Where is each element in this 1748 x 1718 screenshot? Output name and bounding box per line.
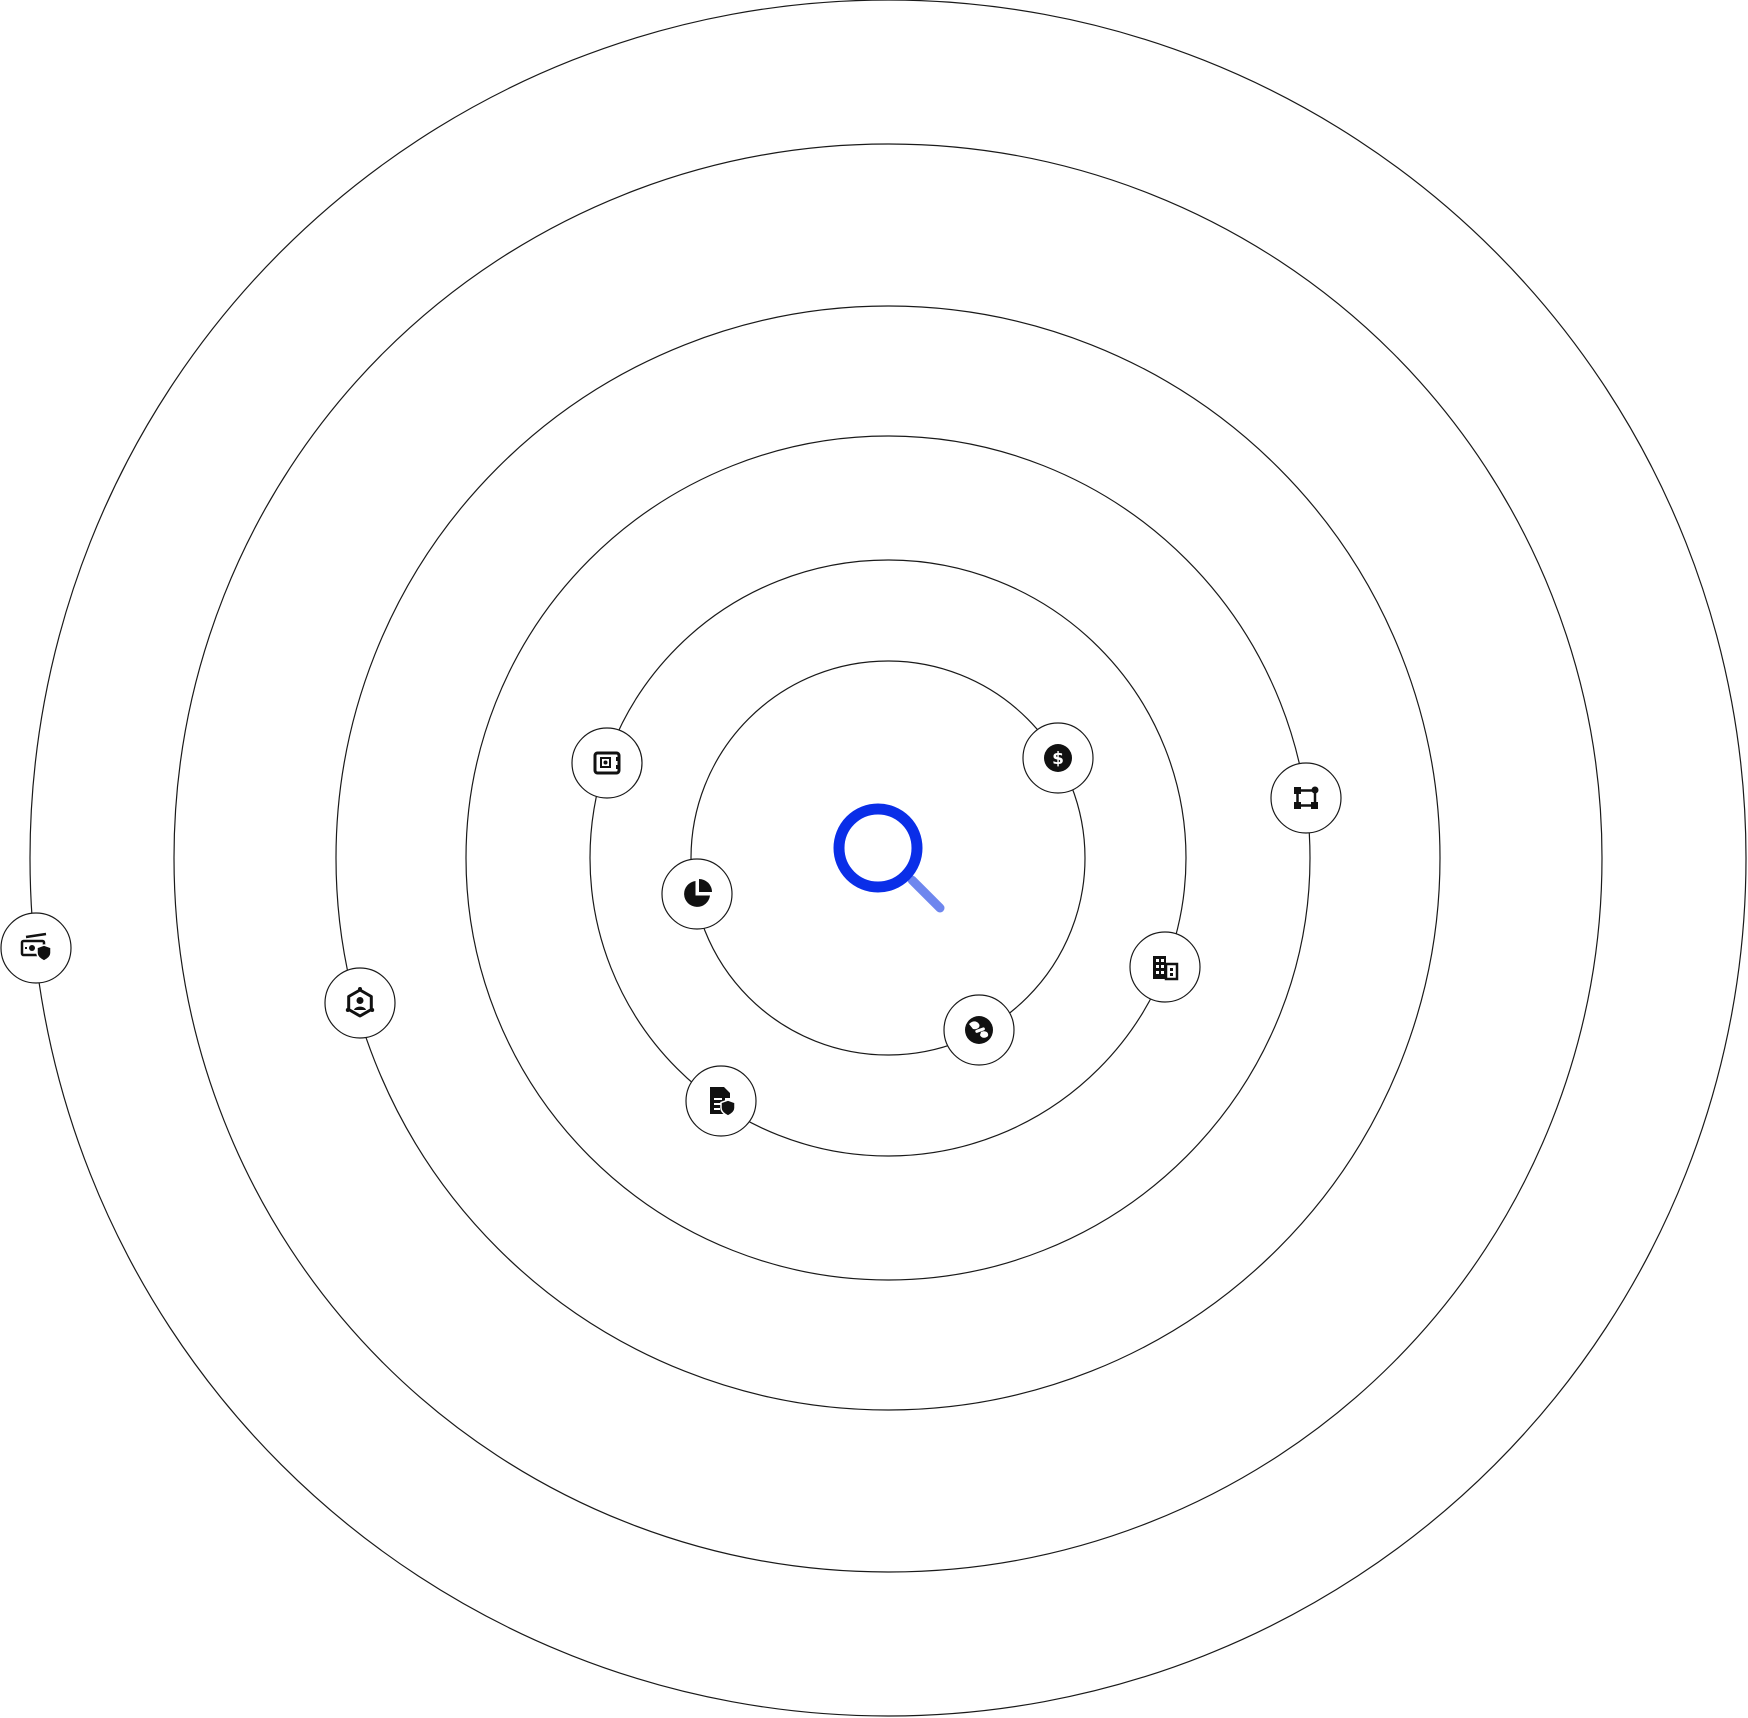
orbit-rings bbox=[29, 0, 1747, 1717]
ring-3 bbox=[465, 435, 1311, 1281]
search-icon bbox=[833, 803, 945, 913]
globe-handshake-icon bbox=[965, 1016, 993, 1044]
node-globe bbox=[943, 994, 1015, 1066]
office-building-icon bbox=[1153, 956, 1179, 981]
ring-4 bbox=[335, 305, 1441, 1411]
pie-chart-icon bbox=[684, 879, 712, 907]
safe-vault-icon bbox=[593, 751, 621, 775]
ring-2 bbox=[589, 559, 1187, 1157]
svg-text:$: $ bbox=[1052, 749, 1064, 769]
ring-5 bbox=[173, 143, 1603, 1573]
ring-1 bbox=[690, 660, 1086, 1056]
node-pie-chart bbox=[661, 858, 733, 930]
node-building bbox=[1129, 931, 1201, 1003]
document-shield-icon bbox=[710, 1087, 736, 1117]
ring-6 bbox=[29, 0, 1747, 1717]
user-hexagon-icon bbox=[345, 987, 375, 1018]
node-safe bbox=[571, 727, 643, 799]
node-document-shield bbox=[685, 1065, 757, 1137]
node-dollar: $ bbox=[1022, 722, 1094, 794]
node-cash-shield bbox=[0, 912, 72, 984]
workflow-nodes-icon bbox=[1294, 786, 1319, 809]
node-user-hexagon bbox=[324, 967, 396, 1039]
dollar-coin-icon: $ bbox=[1044, 744, 1072, 772]
node-workflow bbox=[1270, 762, 1342, 834]
cash-shield-icon bbox=[20, 932, 52, 962]
